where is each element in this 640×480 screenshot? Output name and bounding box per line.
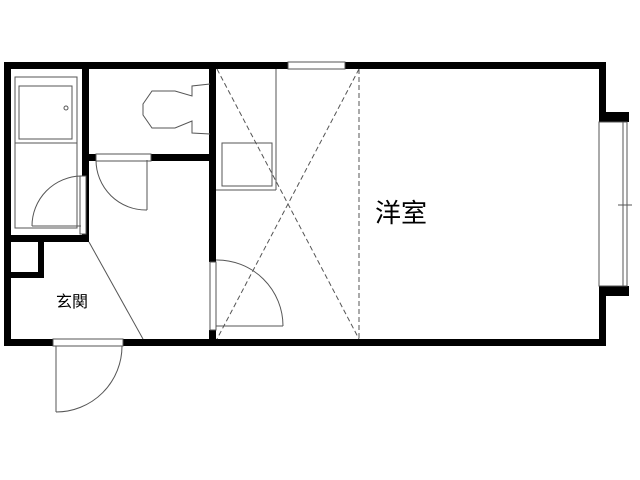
bathtub: [14, 76, 78, 229]
walls: [4, 62, 629, 346]
room-door: [209, 259, 284, 331]
toilet-fixture: [142, 83, 211, 135]
closet-diagonals: [216, 68, 360, 340]
toilet-door: [95, 153, 152, 211]
bathroom-door: [31, 175, 87, 235]
window-right: [598, 121, 632, 287]
entrance-step: [88, 241, 144, 340]
entrance-door: [52, 338, 124, 413]
room-label-entrance: 玄関: [56, 292, 88, 311]
kitchen-counter: [216, 69, 277, 191]
room-label-western: 洋室: [375, 199, 427, 229]
window-top: [287, 61, 346, 70]
